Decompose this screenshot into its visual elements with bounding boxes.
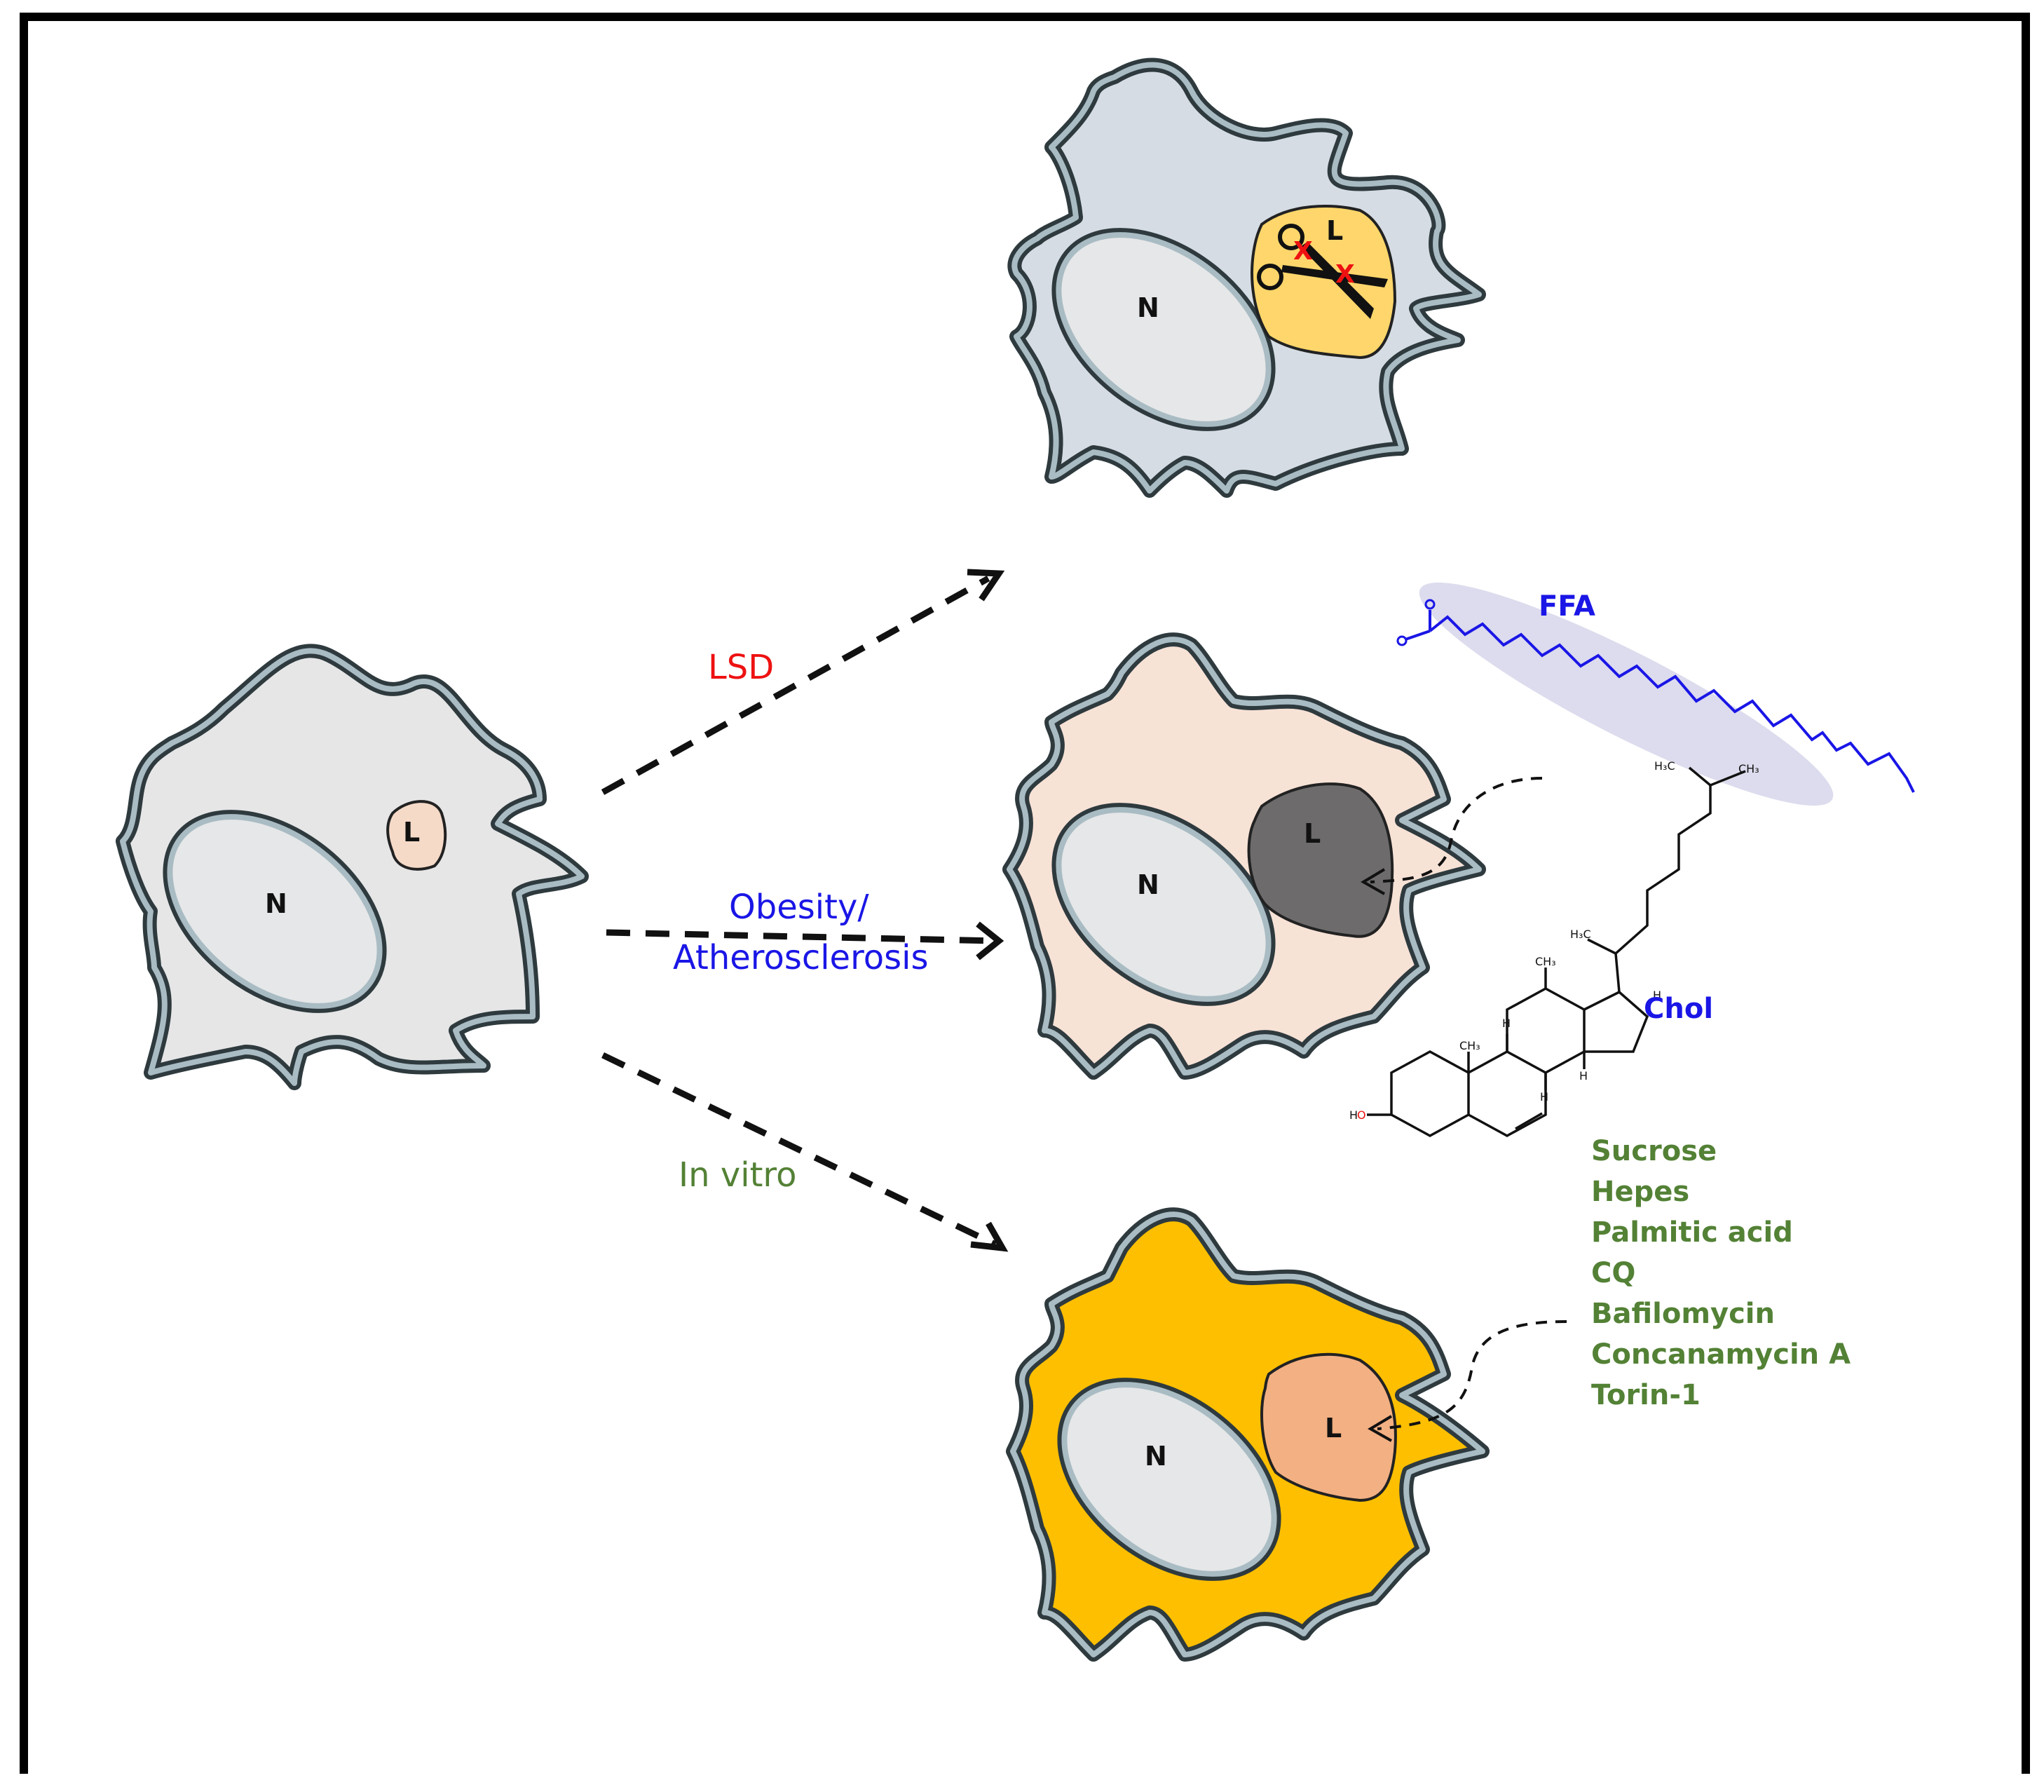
scissors-icon	[1257, 224, 1388, 319]
in-vitro-nucleus-label: N	[1145, 1441, 1167, 1472]
lsd-lysosome-label: L	[1326, 215, 1343, 246]
agent-item: CQ	[1591, 1257, 1635, 1289]
in-vitro-cell-membrane-inner	[1010, 1211, 1485, 1657]
agent-item: Sucrose	[1591, 1135, 1717, 1167]
arrow-to-obesity	[606, 921, 1004, 961]
cholesterol-structure-icon: CH₃ CH₃ H₃C H₃C CH₃ H H H H H O	[1349, 759, 1759, 1137]
agent-treatment-arrow	[1368, 1320, 1567, 1442]
lsd-arrow-label: LSD	[708, 648, 774, 687]
svg-text:H: H	[1349, 1108, 1358, 1122]
ffa-label: FFA	[1539, 590, 1595, 623]
normal-nucleus-label: N	[265, 888, 287, 919]
svg-text:H: H	[1653, 989, 1661, 1002]
in-vitro-arrow-label: In vitro	[679, 1155, 796, 1195]
lsd-block-mark-1: X	[1293, 237, 1313, 266]
lipid-uptake-arrow	[1361, 777, 1543, 895]
obesity-cell: N L	[1002, 632, 1486, 1080]
arrow-to-in-vitro	[601, 1052, 1009, 1252]
agent-item: Palmitic acid	[1591, 1216, 1793, 1249]
obesity-arrow-label-line1: Obesity/	[729, 888, 869, 927]
normal-cell-membrane-inner	[120, 648, 585, 1086]
svg-text:H: H	[1540, 1090, 1548, 1104]
obesity-lysosome-label: L	[1304, 818, 1321, 849]
svg-text:H: H	[1502, 1017, 1511, 1030]
figure-border	[20, 13, 2030, 1774]
svg-text:O: O	[1357, 1108, 1366, 1122]
normal-lysosome	[386, 800, 447, 871]
svg-text:CH₃: CH₃	[1535, 955, 1556, 968]
arrow-to-lsd	[601, 569, 1005, 795]
in-vitro-lysosome	[1260, 1352, 1397, 1502]
obesity-cell-membrane-inner	[1007, 637, 1482, 1075]
normal-nucleus	[167, 814, 383, 1009]
agent-item: Hepes	[1591, 1176, 1689, 1208]
agent-list: Sucrose Hepes Palmitic acid CQ Bafilomyc…	[1591, 1135, 1851, 1411]
svg-text:CH₃: CH₃	[1738, 762, 1759, 775]
in-vitro-nucleus	[1061, 1382, 1277, 1577]
obesity-lysosome	[1247, 782, 1394, 938]
lsd-block-mark-2: X	[1335, 260, 1355, 289]
agent-item: Concanamycin A	[1591, 1338, 1851, 1371]
svg-text:H₃C: H₃C	[1570, 928, 1591, 941]
in-vitro-lysosome-label: L	[1325, 1413, 1342, 1444]
obesity-nucleus-label: N	[1137, 869, 1159, 900]
normal-cell: N L	[116, 644, 589, 1090]
lsd-nucleus	[1056, 232, 1272, 427]
lsd-lysosome	[1251, 205, 1397, 360]
normal-lysosome-label: L	[403, 817, 420, 848]
obesity-arrow-label-line2: Atherosclerosis	[673, 938, 928, 977]
in-vitro-cell: N L	[1006, 1207, 1490, 1662]
agent-item: Torin-1	[1591, 1379, 1701, 1411]
obesity-nucleus	[1056, 807, 1272, 1002]
fatty-acid-structure-icon	[1396, 582, 1915, 806]
svg-text:H₃C: H₃C	[1654, 759, 1675, 773]
lsd-cell-membrane-inner	[1011, 62, 1482, 494]
svg-text:CH₃: CH₃	[1459, 1039, 1480, 1052]
lsd-nucleus-label: N	[1137, 292, 1159, 323]
chol-label: Chol	[1644, 993, 1713, 1025]
lsd-cell: N L X X	[1007, 57, 1486, 498]
svg-text:H: H	[1579, 1069, 1588, 1082]
agent-item: Bafilomycin	[1591, 1298, 1775, 1330]
